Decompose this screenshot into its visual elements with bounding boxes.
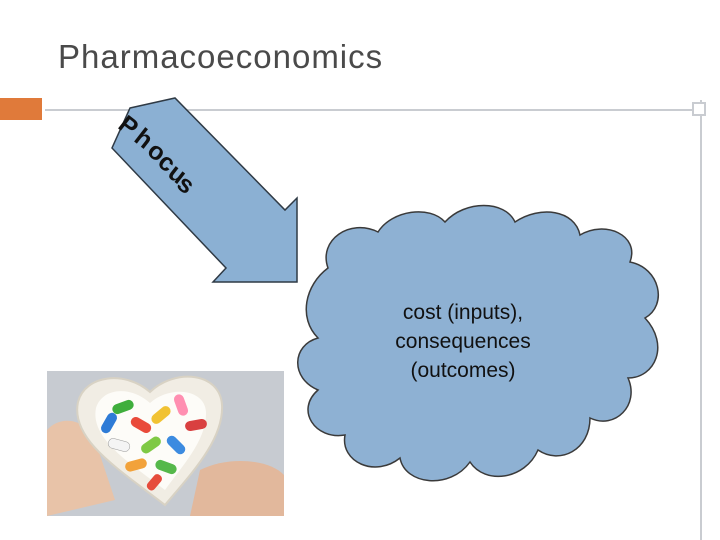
right-border-line [700, 100, 702, 540]
pill-heart-photo [47, 371, 284, 516]
title-divider-line [45, 109, 702, 111]
cloud-line-3: (outcomes) [410, 359, 516, 382]
cloud-outline [297, 204, 660, 482]
corner-square [692, 102, 706, 116]
cloud-text: cost (inputs), consequences (outcomes) [333, 298, 593, 385]
diagonal-arrow: P h o c u s [111, 97, 298, 283]
arrow-shape [111, 97, 298, 283]
cloud-line-2: consequences [395, 330, 531, 353]
cloud-line-1: cost (inputs), [402, 301, 524, 324]
cloud-shape [297, 204, 660, 482]
title-accent-bar [0, 98, 42, 120]
slide-title: Pharmacoeconomics [58, 38, 384, 75]
